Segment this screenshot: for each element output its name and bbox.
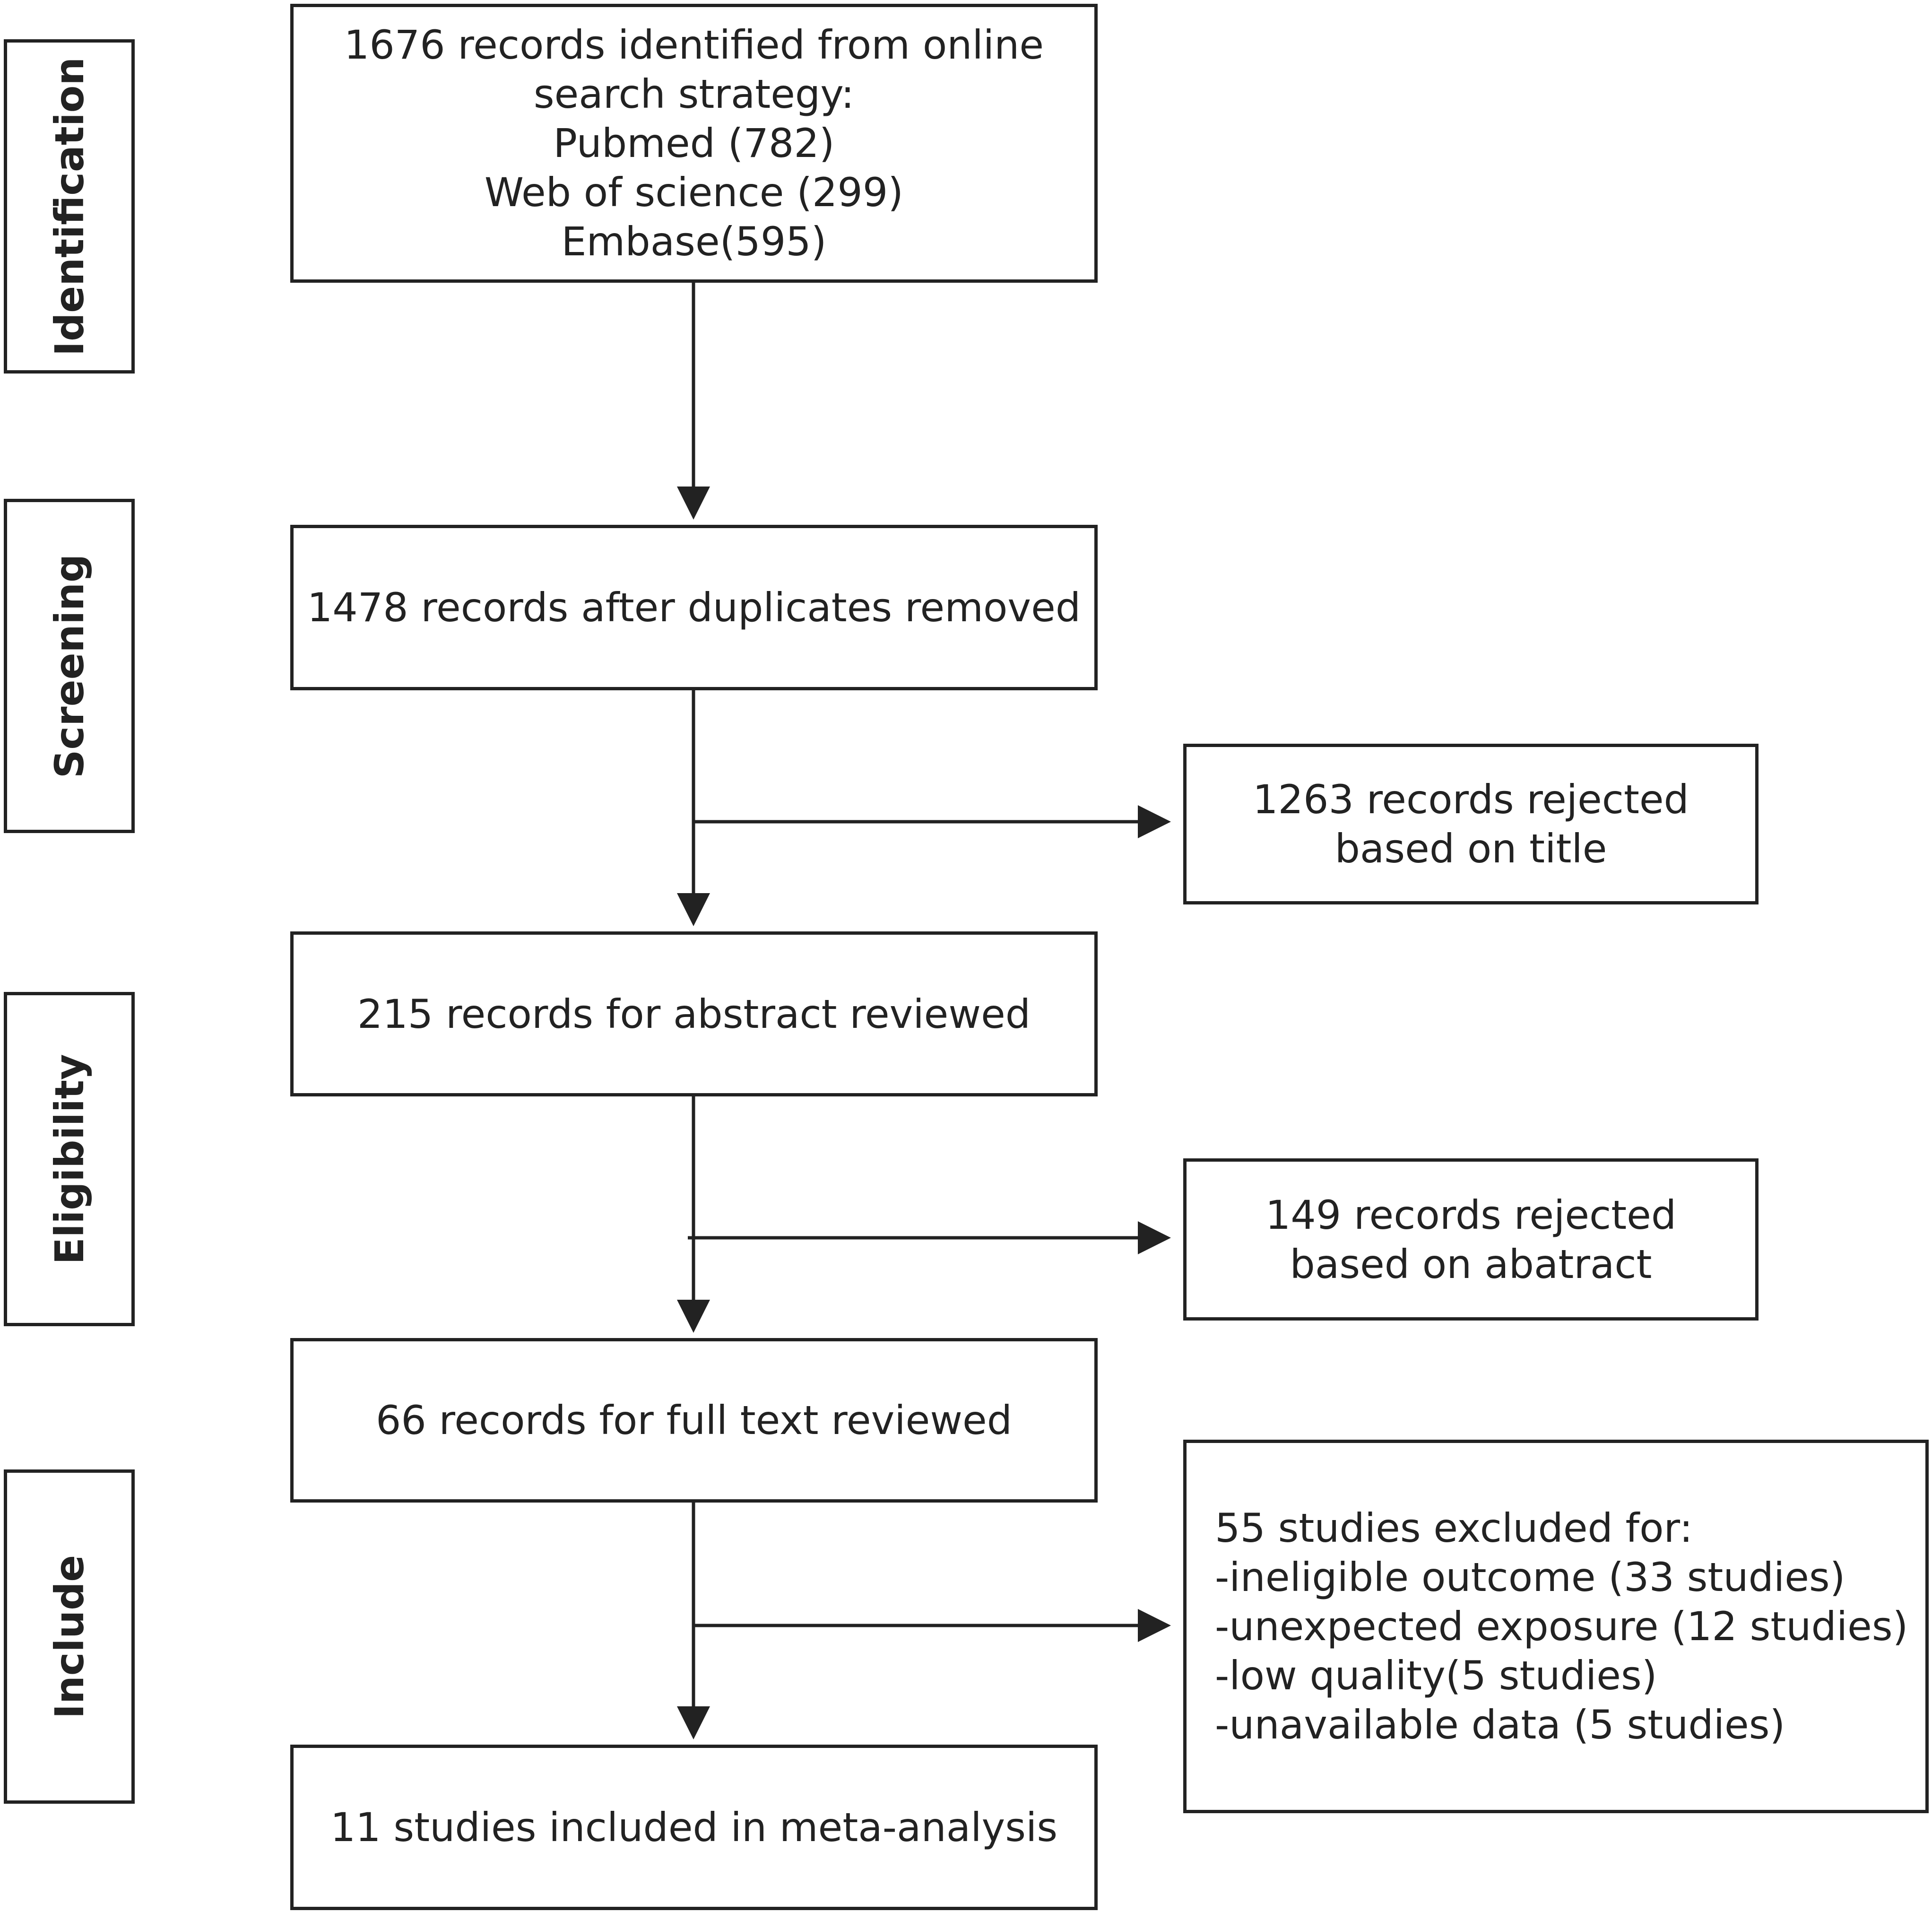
identified-line-5: Embase(595) [561,218,827,265]
studies-included-text: 11 studies included in meta-analysis [330,1804,1058,1851]
excluded-fulltext-line-2: -ineligible outcome (33 studies) [1215,1554,1845,1600]
excluded-fulltext-line-5: -unavailable data (5 studies) [1215,1702,1785,1748]
box-fulltext-reviewed: 66 records for full text reviewed [290,1338,1098,1503]
identified-line-3: Pubmed (782) [553,120,835,166]
box-rejected-abstract: 149 records rejected based on abatract [1183,1158,1759,1321]
excluded-fulltext-line-1: 55 studies excluded for: [1215,1505,1693,1551]
box-records-identified: 1676 records identified from online sear… [290,4,1098,283]
rejected-abstract-line-1: 149 records rejected [1265,1191,1677,1238]
phase-include: Include [4,1469,135,1804]
abstract-reviewed-text: 215 records for abstract reviewed [357,991,1031,1037]
phase-screening: Screening [4,499,135,833]
duplicates-removed-text: 1478 records after duplicates removed [307,584,1081,631]
identified-line-4: Web of science (299) [484,169,904,216]
box-duplicates-removed: 1478 records after duplicates removed [290,525,1098,690]
excluded-fulltext-line-3: -unexpected exposure (12 studies) [1215,1603,1908,1650]
excluded-fulltext-line-4: -low quality(5 studies) [1215,1652,1657,1699]
fulltext-reviewed-text: 66 records for full text reviewed [375,1397,1013,1443]
identified-line-1: 1676 records identified from online [344,22,1044,68]
phase-eligibility: Eligibility [4,992,135,1326]
box-rejected-title: 1263 records rejected based on title [1183,744,1759,904]
box-excluded-fulltext: 55 studies excluded for: -ineligible out… [1183,1440,1929,1813]
box-studies-included: 11 studies included in meta-analysis [290,1745,1098,1910]
identified-line-2: search strategy: [533,71,855,117]
rejected-abstract-line-2: based on abatract [1290,1241,1652,1287]
phase-identification: Identification [4,39,135,374]
rejected-title-line-1: 1263 records rejected [1253,776,1689,823]
box-abstract-reviewed: 215 records for abstract reviewed [290,931,1098,1096]
rejected-title-line-2: based on title [1334,826,1607,872]
